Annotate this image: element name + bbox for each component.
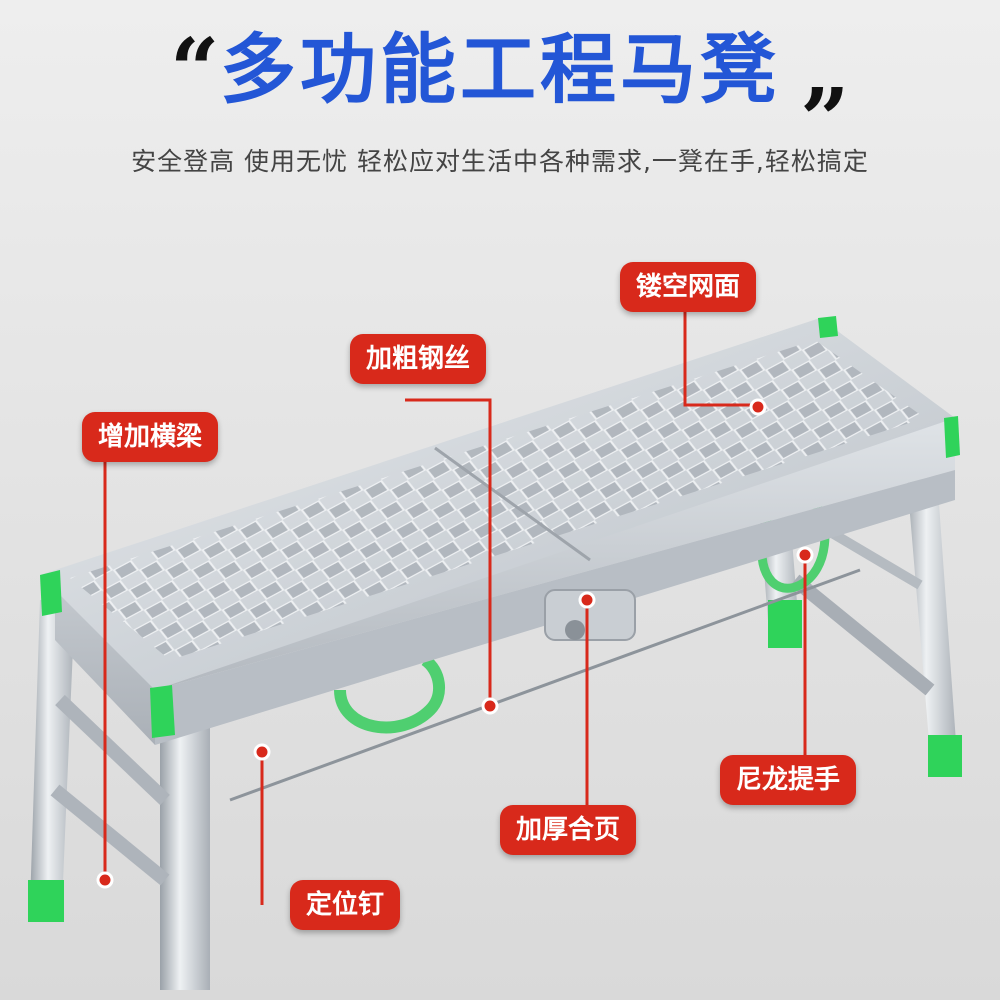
front-mid-leg	[160, 690, 210, 990]
corner-cap-icon	[818, 316, 838, 338]
open-quote-mark: “	[170, 20, 220, 121]
page-title: 多功能工程马凳	[220, 25, 780, 114]
corner-cap-icon	[944, 416, 960, 458]
close-quote-mark: ”	[800, 70, 850, 171]
foot-cap-icon	[28, 880, 64, 922]
corner-cap-icon	[150, 685, 175, 738]
leader-dots	[96, 398, 814, 889]
back-right-leg	[905, 448, 958, 776]
callout-nylon-handle: 尼龙提手	[720, 755, 857, 805]
callout-thick-wire: 加粗钢丝	[350, 334, 487, 384]
platform-seam	[434, 446, 591, 562]
leader-lines	[103, 310, 807, 905]
foot-cap-icon	[928, 735, 962, 777]
corner-cap-icon	[40, 570, 62, 616]
callout-locating-pin: 定位钉	[290, 880, 401, 930]
page-subtitle: 安全登高 使用无忧 轻松应对生活中各种需求,一凳在手,轻松搞定	[131, 147, 869, 176]
platform-mesh	[70, 340, 925, 660]
nylon-strap	[334, 655, 446, 734]
front-left-leg	[30, 600, 75, 905]
foot-cap-icon	[768, 600, 802, 648]
callout-cross-beam: 增加横梁	[82, 412, 219, 462]
front-apron	[55, 420, 955, 745]
callout-hollow-mesh: 镂空网面	[620, 262, 757, 312]
steel-wire	[229, 568, 861, 802]
callout-thick-hinge: 加厚合页	[500, 805, 637, 855]
